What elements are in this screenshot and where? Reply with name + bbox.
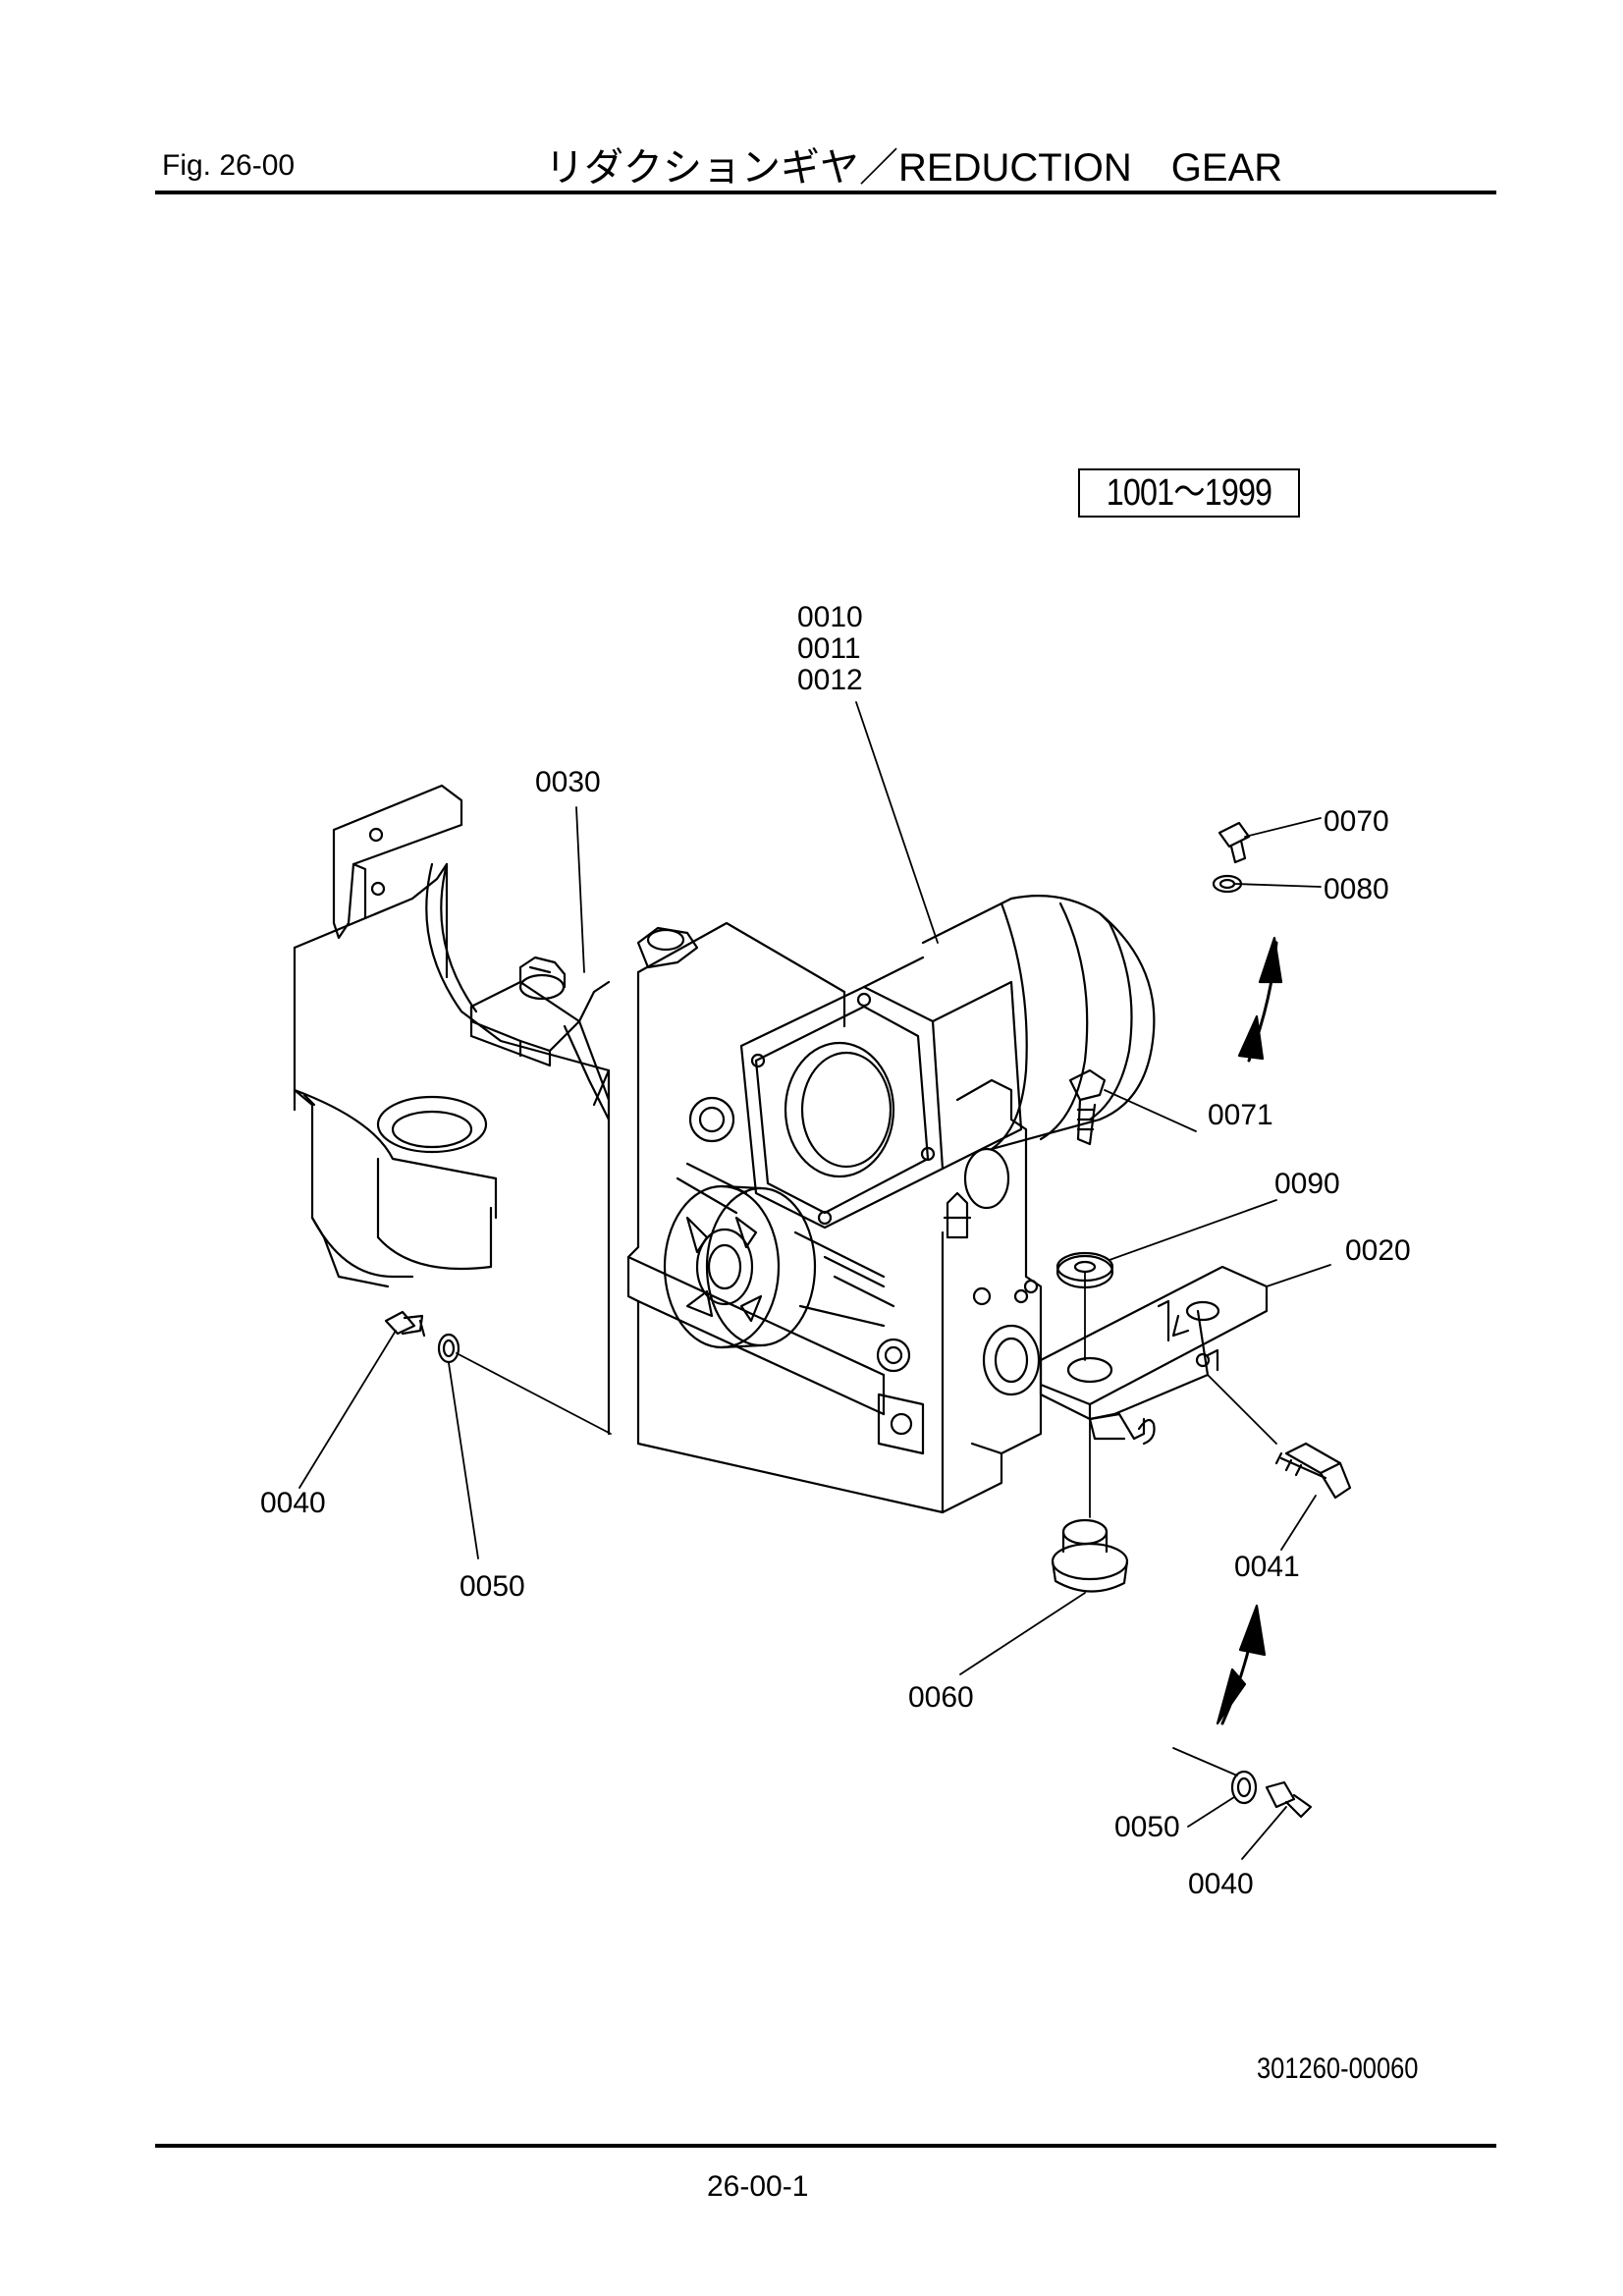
serial-range-text: 1001～1999 xyxy=(1106,472,1272,514)
frame-bracket-plate xyxy=(293,784,611,1436)
callout-0060: 0060 xyxy=(908,1681,974,1714)
upper-bracket-0030 xyxy=(469,956,611,1121)
callout-0010: 0010 xyxy=(797,601,863,633)
bolt-0071 xyxy=(1068,1068,1107,1146)
callout-0040-right: 0040 xyxy=(1188,1868,1254,1900)
assembly-arrow-upper xyxy=(1237,936,1283,1063)
callout-0011: 0011 xyxy=(797,632,861,665)
page-number: 26-00-1 xyxy=(707,2170,809,2203)
callout-0030: 0030 xyxy=(535,766,601,798)
leader-lines xyxy=(298,701,1331,1860)
header-rule xyxy=(155,191,1496,194)
callout-0050-left: 0050 xyxy=(460,1570,525,1603)
gear-housing xyxy=(626,921,1003,1514)
washer-0050-left xyxy=(437,1333,460,1364)
callout-0040-left: 0040 xyxy=(260,1487,326,1519)
callout-0080: 0080 xyxy=(1324,873,1389,905)
drawing-number: 301260-00060 xyxy=(1257,2052,1419,2085)
figure-number: Fig. 26-00 xyxy=(162,149,296,182)
coupling-flange xyxy=(663,1184,886,1349)
bolt-0070 xyxy=(1217,821,1251,864)
square-flange xyxy=(739,956,1023,1230)
mount-bracket-0020 xyxy=(1039,1265,1269,1446)
rubber-mount-0060 xyxy=(1051,1518,1129,1593)
callout-0041: 0041 xyxy=(1234,1551,1300,1583)
callout-0020: 0020 xyxy=(1345,1234,1411,1267)
callout-0050-right: 0050 xyxy=(1114,1811,1180,1843)
callout-0070: 0070 xyxy=(1324,805,1389,838)
bolt-0041 xyxy=(1274,1442,1352,1500)
serial-range-box: 1001～1999 xyxy=(1078,468,1300,518)
washer-0050-right xyxy=(1230,1770,1258,1805)
drive-motor xyxy=(921,895,1156,1151)
callout-0071: 0071 xyxy=(1208,1099,1273,1131)
bolt-0040-right xyxy=(1265,1780,1313,1819)
assembly-arrow-lower xyxy=(1216,1604,1267,1725)
footer-rule xyxy=(155,2144,1496,2148)
side-port-block xyxy=(943,1078,1043,1455)
bolt-0040-left xyxy=(384,1310,426,1338)
page-title: リダクションギヤ／REDUCTION GEAR xyxy=(545,146,1283,190)
callout-0012: 0012 xyxy=(797,664,863,696)
callout-0090: 0090 xyxy=(1274,1168,1340,1200)
